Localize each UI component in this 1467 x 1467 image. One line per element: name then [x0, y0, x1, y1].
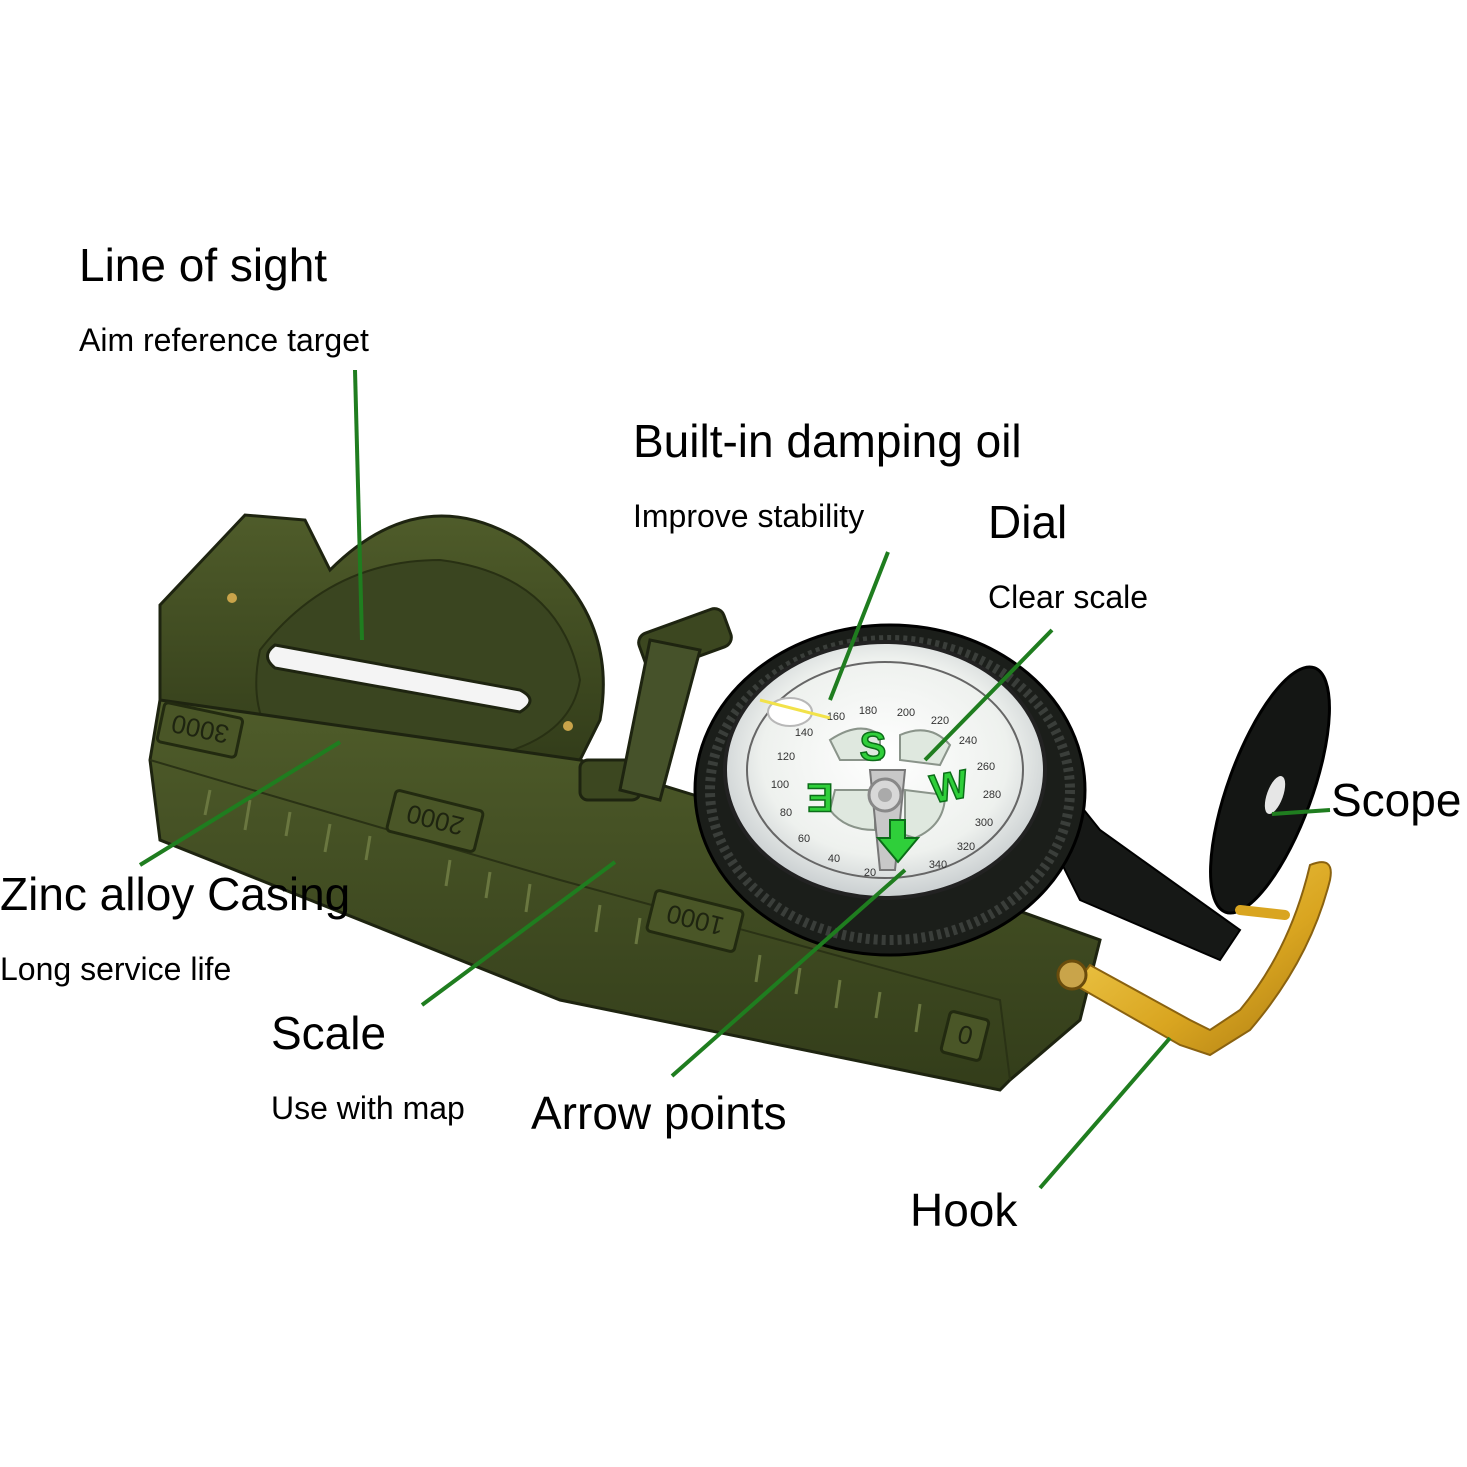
callout-casing-title: Zinc alloy Casing — [0, 868, 351, 920]
dial-number: 60 — [798, 833, 810, 845]
compass-body: 3000 2000 1000 0 — [148, 513, 1332, 1092]
dial-number: 40 — [828, 853, 840, 865]
callout-damping-oil-subtitle: Improve stability — [633, 498, 865, 534]
compass-dial: 160 180 200 220 240 260 280 300 320 340 … — [723, 640, 1047, 900]
dial-number: 280 — [983, 789, 1001, 801]
callout-scale-title: Scale — [271, 1007, 387, 1059]
leader-line-dial — [923, 628, 1054, 762]
dial-number: 260 — [977, 761, 995, 773]
ruler-ticks — [203, 789, 922, 1033]
callout-casing-subtitle: Long service life — [0, 951, 232, 987]
callout-scale-subtitle: Use with map — [271, 1090, 465, 1126]
cardinal-west: W — [927, 762, 972, 812]
dial-number: 160 — [827, 711, 845, 723]
ruler-mark-0: 0 — [939, 1010, 991, 1062]
dial-number: 100 — [771, 779, 789, 791]
dial-number: 80 — [780, 807, 792, 819]
dial-number: 300 — [975, 817, 993, 829]
arrow-pointer-icon — [875, 819, 921, 864]
callout-arrow-title: Arrow points — [531, 1087, 787, 1139]
callout-scope-title: Scope — [1331, 774, 1462, 826]
svg-text:0: 0 — [955, 1019, 976, 1052]
dial-number: 240 — [959, 735, 977, 747]
leader-line-scale — [420, 860, 617, 1007]
dial-number: 200 — [897, 707, 915, 719]
leader-line-arrow — [670, 868, 907, 1078]
cardinal-south: S — [860, 725, 887, 769]
callout-dial-title: Dial — [988, 496, 1068, 548]
dial-number: 120 — [777, 751, 795, 763]
leader-line-hook — [1038, 1036, 1172, 1190]
leader-lines — [138, 369, 1331, 1190]
cardinal-east: E — [807, 775, 834, 819]
ruler-mark-3000: 3000 — [155, 701, 245, 759]
ruler-mark-1000: 1000 — [645, 889, 745, 953]
dial-number: 20 — [864, 867, 876, 879]
leader-line-damping — [828, 551, 890, 701]
callout-hook-title: Hook — [910, 1184, 1018, 1236]
callout-damping-oil-title: Built-in damping oil — [633, 415, 1022, 467]
lens-bracket — [578, 607, 733, 802]
dial-number: 220 — [931, 715, 949, 727]
callout-line-of-sight-title: Line of sight — [79, 239, 328, 291]
sight-slot — [266, 643, 532, 714]
ruler-mark-2000: 2000 — [385, 789, 485, 853]
dial-number: 340 — [929, 859, 947, 871]
leader-line-casing — [138, 740, 342, 867]
callout-line-of-sight-subtitle: Aim reference target — [79, 322, 369, 358]
dial-number: 320 — [957, 841, 975, 853]
leader-line-sight — [353, 369, 364, 641]
dial-number: 180 — [859, 705, 877, 717]
dial-number: 140 — [795, 727, 813, 739]
hook — [1073, 861, 1332, 1057]
callout-dial-subtitle: Clear scale — [988, 579, 1149, 615]
leader-line-scope — [1271, 808, 1331, 816]
